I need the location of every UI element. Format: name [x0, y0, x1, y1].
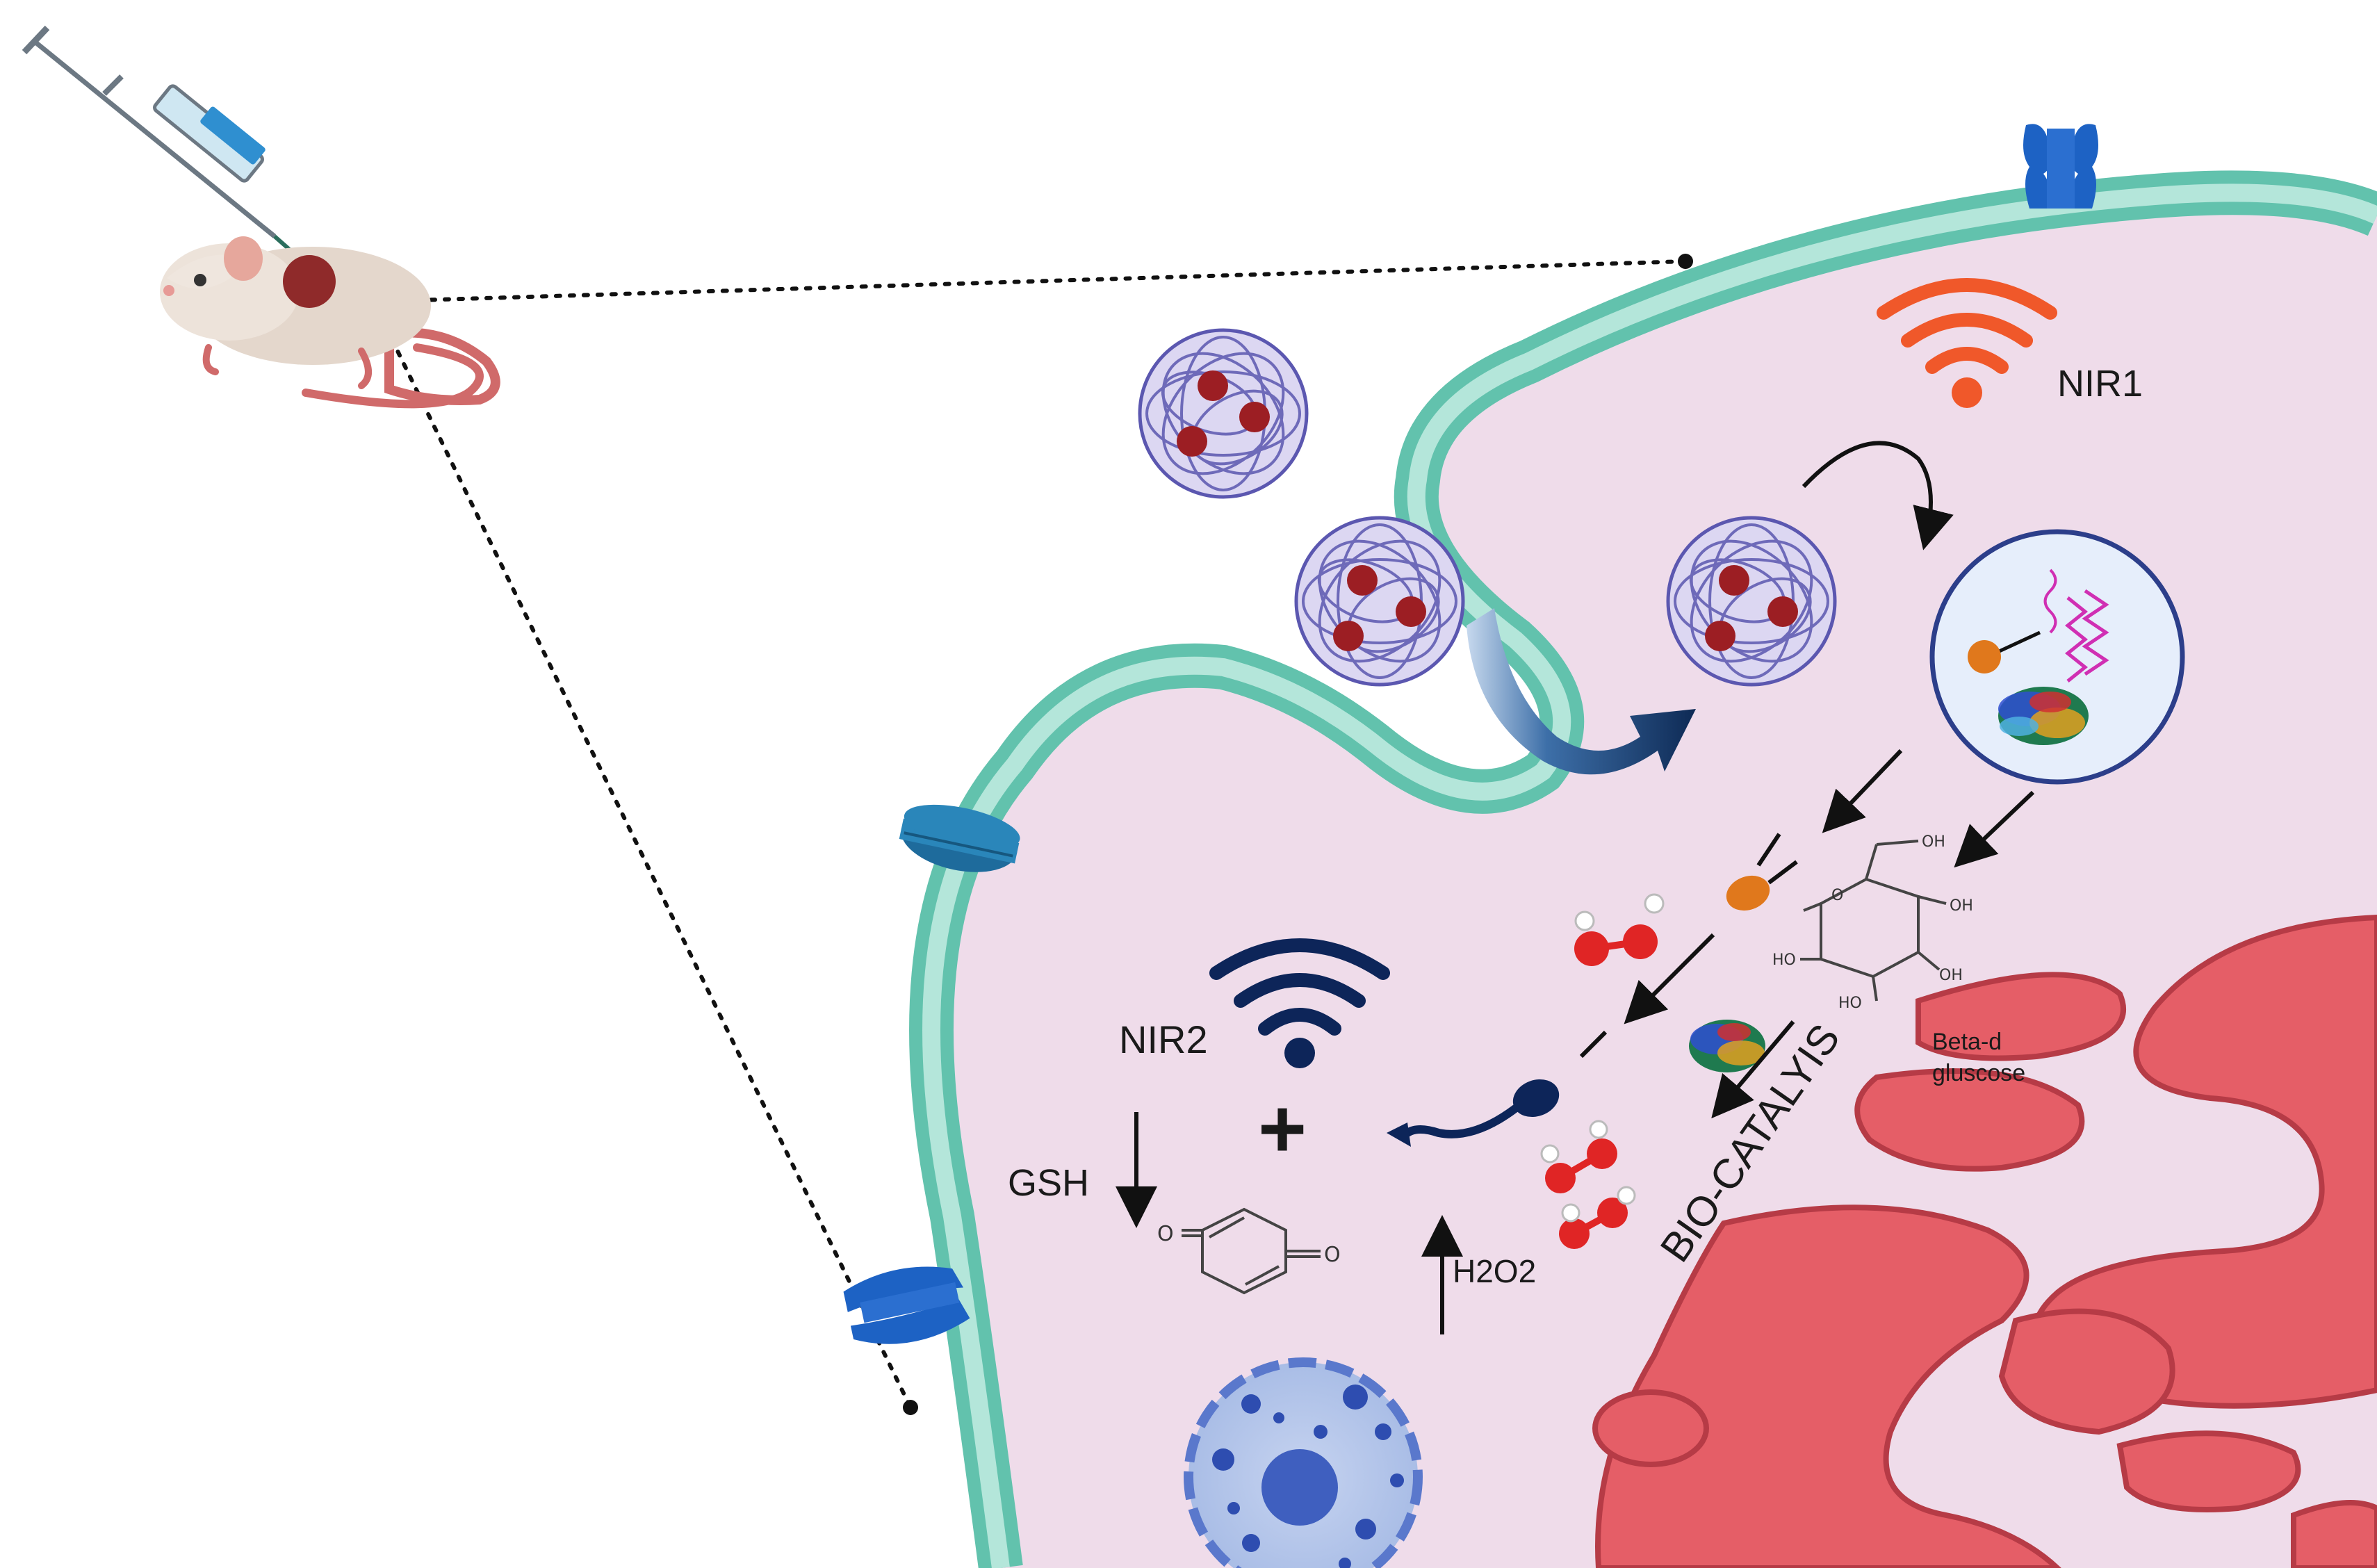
ho-label: HO	[1838, 995, 1862, 1012]
h2o2-molecule-icon	[1574, 893, 1665, 966]
o-ring-label: O	[1831, 887, 1843, 904]
cell-membrane	[909, 170, 2377, 1568]
enzyme-protein-icon	[1998, 687, 2089, 745]
glucose-labels: OH OH OH HO HO O	[1772, 833, 1973, 1012]
arrow	[1624, 933, 1715, 1024]
nir2-label: NIR2	[1119, 1018, 1208, 1061]
nanoparticle-icon	[1138, 328, 1309, 499]
glucose-structure-icon	[1800, 840, 1947, 1002]
ion-channel-icon	[899, 804, 1020, 872]
quinone-o-left: O	[1157, 1222, 1174, 1246]
tumor-cell-icon	[1184, 1357, 1423, 1568]
uptake-arrow	[1467, 608, 1696, 775]
oh-label: OH	[1922, 833, 1945, 851]
quinone-structure-icon	[1182, 1207, 1321, 1295]
h2o2-molecule-icon	[1559, 1186, 1636, 1249]
release-vesicle	[1929, 529, 2185, 785]
mouse-icon	[160, 236, 500, 409]
quinone-o-right: O	[1324, 1243, 1341, 1267]
oh-label: OH	[1950, 897, 1973, 915]
ho-label: HO	[1772, 952, 1796, 969]
oh-label: OH	[1939, 967, 1963, 984]
zoom-connector-lines	[384, 254, 1693, 1415]
h2o2-molecule-icon	[1540, 1120, 1617, 1193]
glucose-label: gluscose	[1932, 1060, 2025, 1086]
curved-arrow	[1802, 441, 1954, 550]
enzyme-protein-icon	[1689, 1020, 1765, 1072]
beta-d-label: Beta-d	[1932, 1029, 2002, 1055]
arrow	[1954, 790, 2035, 868]
syringe-icon	[22, 25, 293, 254]
gsh-label: GSH	[1008, 1162, 1089, 1204]
golgi-apparatus-icon	[1592, 914, 2377, 1568]
wifi-nir1-icon	[1877, 278, 2057, 408]
arrow	[1579, 1030, 1608, 1059]
arrow	[1756, 833, 1781, 867]
nanoparticle-icon	[1666, 516, 1837, 687]
wifi-nir2-icon	[1209, 938, 1390, 1068]
arrow	[1822, 749, 1903, 833]
arrow	[1711, 1020, 1795, 1119]
receptor-icon	[843, 1266, 970, 1344]
enzyme-icon	[1726, 860, 1798, 911]
plus-sign: +	[1258, 1082, 1307, 1175]
nanoparticle-icon	[1294, 516, 1465, 687]
nir1-label: NIR1	[2057, 363, 2143, 405]
h2o2-label: H2O2	[1453, 1253, 1536, 1289]
receptor-icon	[2023, 124, 2098, 209]
oxidized-enzyme-icon	[1387, 1079, 1560, 1147]
